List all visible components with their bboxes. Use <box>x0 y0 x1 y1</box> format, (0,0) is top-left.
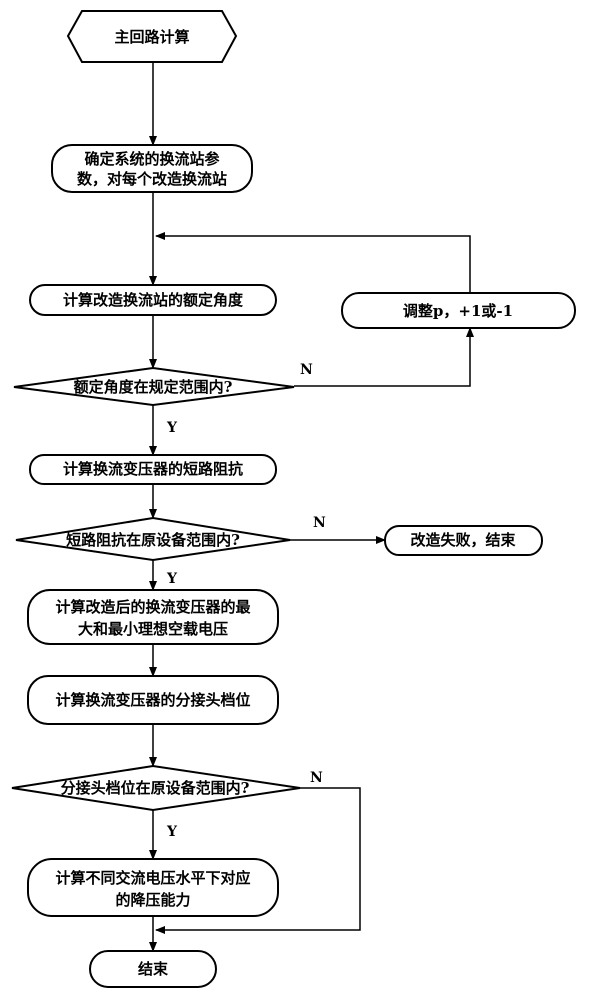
capability-node: 计算不同交流电压水平下对应 的降压能力 <box>27 858 279 917</box>
tap-decision-node: 分接头档位在原设备范围内? <box>11 764 301 812</box>
tap-box <box>27 675 279 725</box>
arrow-adjust-loop-back <box>155 232 471 293</box>
voltage-label-line2: 大和最小理想空载电压 <box>78 620 228 638</box>
params-label-line1: 确定系统的换流站参 <box>84 150 220 168</box>
impedance-decision-label: 短路阻抗在原设备范围内? <box>66 531 240 549</box>
end-box <box>89 950 217 988</box>
short-circuit-node: 计算换流变压器的短路阻抗 <box>29 454 277 485</box>
tap-node: 计算换流变压器的分接头档位 <box>27 675 279 725</box>
short-circuit-box <box>29 454 277 485</box>
angle-decision-diamond <box>13 366 295 407</box>
short-circuit-label: 计算换流变压器的短路阻抗 <box>63 460 243 478</box>
start-hexagon <box>66 10 238 63</box>
impedance-decision-diamond <box>15 516 291 562</box>
tap-yes-label: Y <box>166 824 178 840</box>
capability-label-line1: 计算不同交流电压水平下对应 <box>55 869 250 887</box>
connectors <box>149 62 474 952</box>
tap-decision-diamond <box>11 764 301 812</box>
tap-label: 计算换流变压器的分接头档位 <box>55 691 250 709</box>
adjust-node: 调整p，+1或-1 <box>341 292 576 329</box>
start-label: 主回路计算 <box>114 28 189 46</box>
voltage-node: 计算改造后的换流变压器的最 大和最小理想空载电压 <box>27 589 279 645</box>
end-node: 结束 <box>89 950 217 988</box>
fail-box <box>384 525 543 556</box>
angle-decision-label: 额定角度在规定范围内? <box>74 378 233 396</box>
params-node: 确定系统的换流站参 数，对每个改造换流站 <box>51 144 253 193</box>
impedance-yes-label: Y <box>166 571 178 587</box>
impedance-no-label: N <box>313 515 326 531</box>
impedance-decision-node: 短路阻抗在原设备范围内? <box>15 516 291 562</box>
arrow-decision-to-adjust <box>294 327 474 387</box>
capability-label-line2: 的降压能力 <box>115 891 190 909</box>
capability-box <box>27 858 279 917</box>
start-node: 主回路计算 <box>66 10 238 63</box>
voltage-label-line1: 计算改造后的换流变压器的最 <box>55 598 251 616</box>
end-label: 结束 <box>138 960 169 978</box>
rated-angle-label: 计算改造换流站的额定角度 <box>63 291 244 309</box>
arrow-decision-bypass-to-end <box>155 787 361 934</box>
fail-label: 改造失败，结束 <box>410 531 516 549</box>
angle-yes-label: Y <box>166 420 178 436</box>
adjust-box <box>341 292 576 329</box>
tap-no-label: N <box>310 770 323 786</box>
rated-angle-box <box>29 284 277 316</box>
angle-decision-node: 额定角度在规定范围内? <box>13 366 295 407</box>
fail-node: 改造失败，结束 <box>384 525 543 556</box>
voltage-box <box>27 589 279 645</box>
params-box <box>51 144 253 193</box>
params-label-line2: 数，对每个改造换流站 <box>77 170 227 188</box>
adjust-label: 调整p，+1或-1 <box>403 302 513 320</box>
rated-angle-node: 计算改造换流站的额定角度 <box>29 284 277 316</box>
angle-no-label: N <box>300 362 313 378</box>
tap-decision-label: 分接头档位在原设备范围内? <box>61 779 250 797</box>
